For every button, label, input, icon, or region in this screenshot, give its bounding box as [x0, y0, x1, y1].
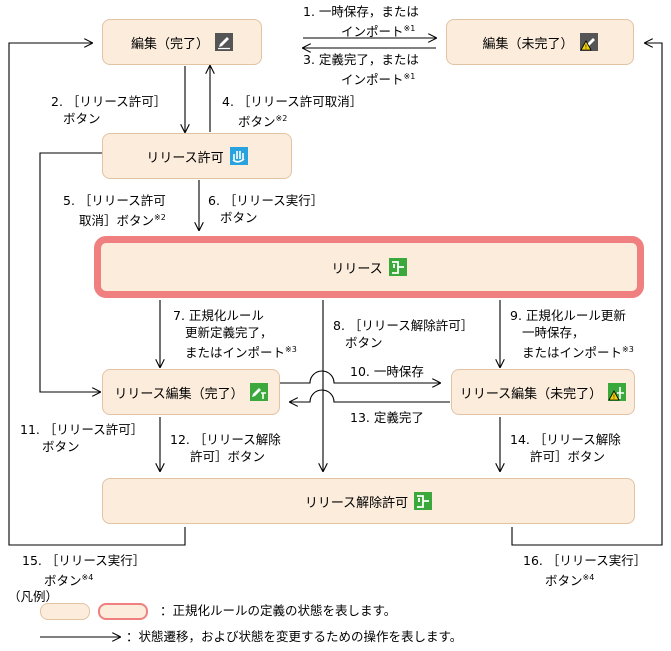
- release-edit-icon: [249, 383, 268, 401]
- pencil-warning-icon: !: [579, 33, 598, 51]
- state-edit-done: 編集（完了）: [102, 19, 262, 65]
- arrow-t15: [8, 43, 186, 546]
- label-t14: 14. ［リリース解除許可］ボタン: [510, 432, 621, 464]
- state-release-permit-label: リリース許可: [146, 150, 224, 166]
- svg-text:!: !: [613, 394, 615, 401]
- arrow-t10: [279, 370, 440, 383]
- label-t11: 11. ［リリース許可］ボタン: [20, 422, 144, 454]
- state-release-edit-undone: リリース編集（未完了） !: [451, 369, 635, 415]
- arrow-t16: [511, 43, 663, 546]
- state-release-cancel-permit: リリース解除許可: [102, 478, 635, 524]
- legend-states-desc: ：正規化ルールの定義の状態を表します。: [160, 603, 397, 618]
- label-t8: 8. ［リリース解除許可］ボタン: [333, 318, 474, 350]
- state-release: リリース: [94, 236, 644, 298]
- legend-arrow-desc: ：状態遷移，および状態を変更するための操作を表します。: [126, 629, 463, 644]
- label-t12: 12. ［リリース解除許可］ボタン: [170, 432, 281, 464]
- state-release-edit-done-label: リリース編集（完了）: [114, 386, 244, 402]
- state-release-edit-undone-label: リリース編集（未完了）: [459, 386, 603, 402]
- label-t3: 3. 定義完了，またはインポート※1: [303, 52, 419, 88]
- label-t16: 16. ［リリース実行］ボタン※4: [523, 553, 647, 589]
- label-t13: 13. 定義完了: [350, 410, 424, 425]
- legend-title: （凡例）: [8, 589, 59, 604]
- state-edit-done-label: 編集（完了）: [130, 36, 209, 52]
- release-edit-warning-icon: !: [608, 383, 627, 401]
- label-t15: 15. ［リリース実行］ボタン※4: [22, 553, 146, 589]
- release-icon: [388, 258, 407, 276]
- arrow-t5: [39, 152, 102, 392]
- state-release-permit: リリース許可: [102, 133, 292, 179]
- state-release-label: リリース: [331, 261, 383, 277]
- label-t9: 9. 正規化ルール更新一時保存，またはインポート※3: [510, 308, 634, 361]
- label-t6: 6. ［リリース実行］ボタン: [208, 193, 324, 225]
- legend-state-normal: [40, 603, 90, 620]
- svg-text:!: !: [584, 44, 586, 51]
- release-icon: [414, 492, 433, 510]
- state-release-edit-done: リリース編集（完了）: [102, 369, 280, 415]
- state-edit-undone: 編集（未完了） !: [446, 19, 634, 65]
- arrow-t13: [290, 389, 450, 402]
- label-t1: 1. 一時保存，またはインポート※1: [303, 4, 419, 40]
- state-release-cancel-permit-label: リリース解除許可: [304, 495, 409, 511]
- label-t5: 5. ［リリース許可取消］ボタン※2: [63, 193, 166, 229]
- label-t7: 7. 正規化ルール更新定義完了，またはインポート※3: [173, 308, 297, 361]
- state-edit-undone-label: 編集（未完了）: [482, 36, 574, 52]
- label-t2: 2. ［リリース許可］ボタン: [51, 94, 167, 126]
- pencil-icon: [215, 33, 233, 51]
- label-t10: 10. 一時保存: [350, 364, 424, 379]
- label-t4: 4. ［リリース許可取消］ボタン※2: [222, 94, 363, 130]
- hand-icon: [229, 147, 248, 165]
- legend-state-highlight: [98, 603, 148, 620]
